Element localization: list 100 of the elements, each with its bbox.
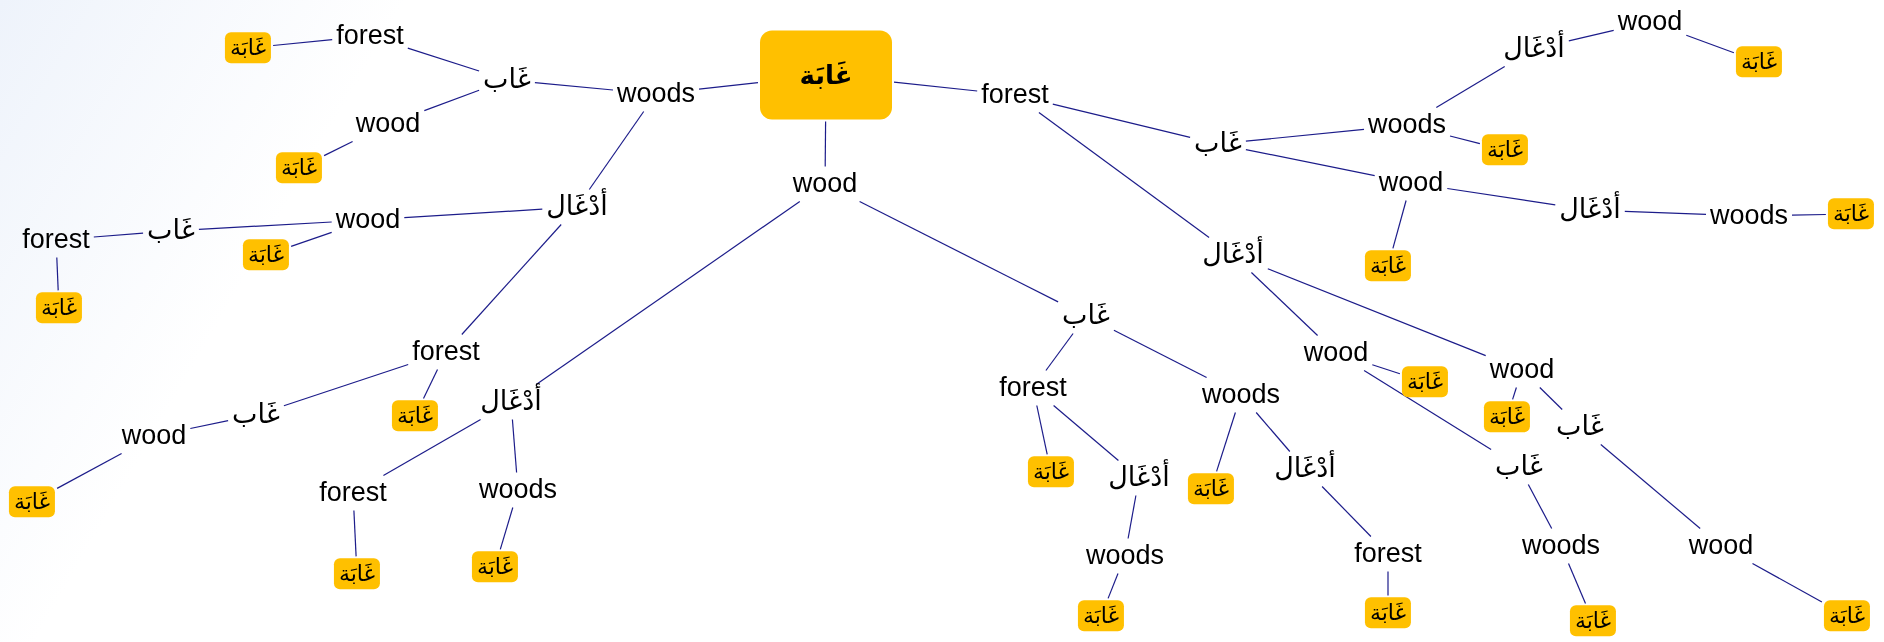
term-tag: غَابَة	[1735, 46, 1783, 78]
word-label: wood	[333, 204, 403, 236]
word-label: wood	[1376, 167, 1446, 199]
connector-line	[1107, 572, 1119, 599]
term-tag: غَابَة	[1823, 600, 1871, 632]
connector-line	[534, 82, 614, 91]
connector-line	[1512, 386, 1517, 400]
word-label: forest	[20, 224, 92, 256]
connector-line	[535, 200, 801, 386]
connector-line	[407, 47, 480, 72]
connector-line	[323, 140, 354, 157]
connector-line	[1449, 135, 1481, 145]
word-label: غَاب	[230, 399, 282, 431]
term-tag: غَابَة	[1364, 597, 1412, 629]
connector-line	[1685, 34, 1735, 54]
term-tag: غَابَة	[1569, 605, 1617, 637]
connector-line	[1600, 443, 1701, 530]
word-label: woods	[1200, 379, 1282, 411]
term-tag: غَابَة	[391, 400, 439, 432]
connector-line	[1624, 210, 1707, 215]
term-tag: غَابَة	[1483, 401, 1531, 433]
term-tag: غَابَة	[35, 292, 83, 324]
connector-line	[423, 89, 480, 112]
word-label: forest	[410, 336, 482, 368]
connector-line	[1446, 187, 1556, 206]
connector-line	[56, 256, 59, 291]
word-label: woods	[1708, 200, 1790, 232]
word-label: wood	[790, 168, 860, 200]
word-label: forest	[317, 477, 389, 509]
connector-line	[403, 208, 543, 219]
word-label: forest	[1352, 538, 1424, 570]
connector-line	[1527, 483, 1553, 530]
connector-line	[1539, 386, 1563, 411]
connector-line	[198, 221, 333, 230]
word-label: forest	[997, 372, 1069, 404]
term-tag: غَابَة	[275, 152, 323, 184]
connector-line	[56, 452, 123, 489]
term-tag: غَابَة	[1827, 198, 1875, 230]
connector-line	[1036, 404, 1048, 455]
connector-line	[189, 420, 229, 430]
connector-line	[1791, 213, 1827, 216]
connector-line	[499, 506, 514, 550]
connector-line	[422, 368, 439, 399]
term-tag: غَابَة	[8, 486, 56, 518]
term-tag: غَابَة	[471, 551, 519, 583]
connector-line	[1267, 268, 1487, 357]
word-label: wood	[1615, 6, 1685, 38]
connector-line	[1387, 570, 1389, 596]
connector-line	[1255, 411, 1291, 453]
connector-line	[1392, 199, 1407, 249]
connector-line	[1371, 364, 1401, 375]
connector-line	[893, 81, 978, 92]
topic-box: غَابَة	[760, 30, 892, 120]
connector-line	[93, 232, 144, 238]
connector-line	[1568, 29, 1615, 42]
word-label: wood	[1686, 530, 1756, 562]
connector-line	[1216, 411, 1236, 472]
connector-line	[1363, 369, 1492, 451]
word-label: woods	[477, 474, 559, 506]
word-label: woods	[615, 78, 697, 110]
word-label: غَاب	[1493, 451, 1545, 483]
word-label: غَاب	[1554, 411, 1606, 443]
word-label: غَاب	[481, 64, 533, 96]
connector-line	[824, 120, 827, 168]
connector-line	[1250, 271, 1319, 337]
connector-line	[1127, 494, 1137, 540]
connector-line	[1052, 103, 1191, 138]
connector-line	[859, 200, 1059, 303]
term-tag: غَابَة	[1077, 600, 1125, 632]
connector-line	[1751, 562, 1823, 603]
connector-line	[1321, 485, 1372, 538]
word-label: wood	[1487, 354, 1557, 386]
term-tag: غَابَة	[242, 239, 290, 271]
connector-line	[382, 418, 482, 477]
word-label: wood	[1301, 337, 1371, 369]
connector-line	[1038, 111, 1210, 239]
connector-line	[461, 223, 562, 336]
connector-line	[1435, 65, 1506, 109]
connector-line	[511, 418, 518, 474]
connector-line	[1053, 404, 1119, 462]
term-tag: غَابَة	[1401, 366, 1449, 398]
term-tag: غَابَة	[1481, 134, 1529, 166]
connector-line	[272, 39, 333, 47]
word-label: woods	[1520, 530, 1602, 562]
term-tag: غَابَة	[1187, 473, 1235, 505]
word-label: forest	[334, 20, 406, 52]
term-tag: غَابَة	[1027, 456, 1075, 488]
connector-line	[353, 509, 357, 557]
connector-line	[1245, 149, 1376, 177]
connector-line	[290, 231, 333, 247]
word-label: woods	[1084, 540, 1166, 572]
word-label: غَاب	[145, 215, 197, 247]
word-label: forest	[979, 79, 1051, 111]
word-label: غَاب	[1060, 300, 1112, 332]
connector-line	[588, 110, 645, 191]
word-label: wood	[353, 108, 423, 140]
term-tag: غَابَة	[224, 32, 272, 64]
connector-line	[283, 363, 409, 407]
connector-line	[1567, 562, 1587, 604]
term-tag: غَابَة	[1364, 250, 1412, 282]
